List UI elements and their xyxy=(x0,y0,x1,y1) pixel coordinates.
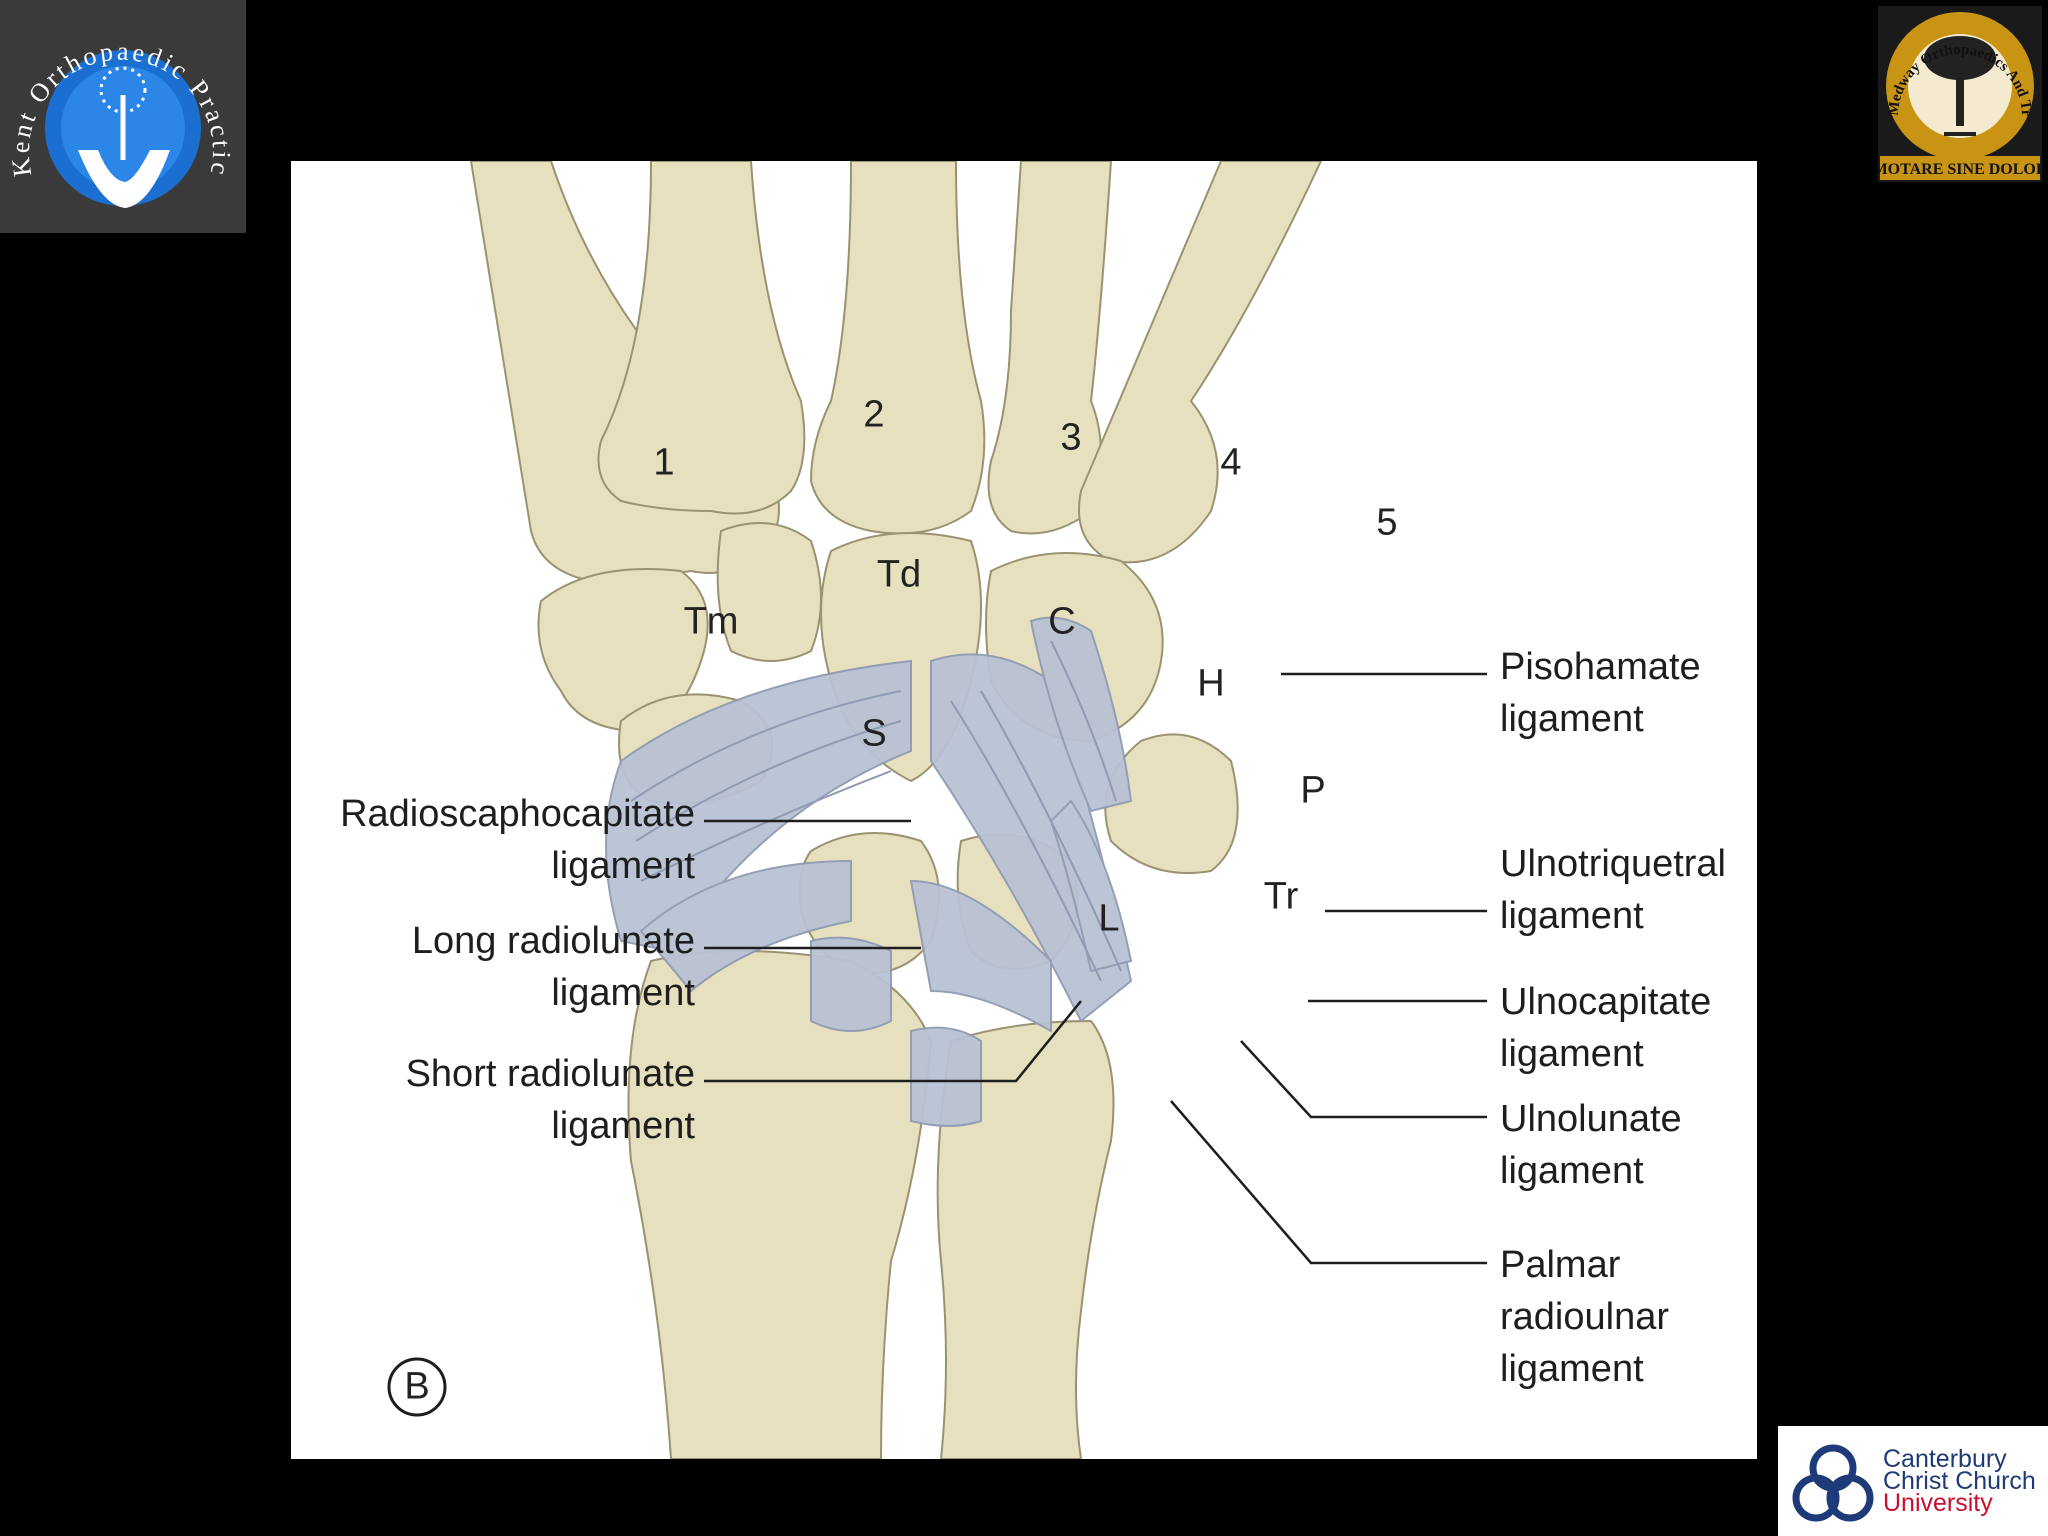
label-palmar-radioulnar-line2: radioulnar xyxy=(1500,1296,1669,1338)
pisiform-bone xyxy=(1104,733,1239,874)
cc-line2: Christ Church xyxy=(1883,1467,2036,1495)
bone-label-scaphoid: S xyxy=(861,712,887,755)
label-radioscaphocapitate: Radioscaphocapitate ligament xyxy=(340,788,695,892)
label-radioscaphocapitate-line2: ligament xyxy=(551,845,695,887)
bone-label-trapezoid: Td xyxy=(876,553,922,596)
label-ulnotriquetral: Ulnotriquetral ligament xyxy=(1500,838,1726,942)
label-long-radiolunate-line1: Long radiolunate xyxy=(411,920,695,962)
metacarpal-5-bone xyxy=(1078,161,1323,564)
ulna-bone xyxy=(936,1019,1115,1459)
kent-logo-graphic: Kent Orthopaedic Practice xyxy=(0,0,233,208)
wrist-ligament-figure: 1 2 3 4 5 Tm Td C H S P L Tr B Radioscap… xyxy=(291,161,1757,1459)
ulnolunate-ligament xyxy=(909,879,1052,1033)
label-radioscaphocapitate-line1: Radioscaphocapitate xyxy=(340,793,695,835)
leader-ulnolunate xyxy=(1240,1040,1487,1119)
metacarpal-4-bone xyxy=(987,161,1113,535)
label-pisohamate: Pisohamate ligament xyxy=(1500,641,1701,745)
ligament-fibre xyxy=(640,770,892,882)
label-pisohamate-line1: Pisohamate xyxy=(1500,646,1701,688)
bone-label-metacarpal-5: 5 xyxy=(1376,501,1398,544)
wrist-illustration xyxy=(387,161,1487,1459)
panel-letter: B xyxy=(404,1365,430,1408)
trinity-knot-icon xyxy=(1792,1444,1874,1522)
panel-letter-circle xyxy=(387,1357,447,1417)
label-ulnotriquetral-line1: Ulnotriquetral xyxy=(1500,843,1726,885)
ligament-fibre xyxy=(635,720,902,842)
label-short-radiolunate-line2: ligament xyxy=(551,1105,695,1147)
label-ulnolunate-line2: ligament xyxy=(1500,1150,1644,1192)
metacarpal-3-bone xyxy=(809,161,986,535)
label-palmar-radioulnar: Palmar radioulnar ligament xyxy=(1500,1239,1669,1395)
bone-label-pisiform: P xyxy=(1300,769,1326,812)
short-radiolunate-ligament xyxy=(810,936,892,1032)
label-short-radiolunate: Short radiolunate ligament xyxy=(406,1048,695,1152)
medway-motto: MOTARE SINE DOLOR xyxy=(1878,161,2042,178)
cc-line3: University xyxy=(1883,1489,1993,1517)
label-ulnocapitate-line2: ligament xyxy=(1500,1033,1644,1075)
label-palmar-radioulnar-line1: Palmar xyxy=(1500,1244,1621,1286)
label-ulnotriquetral-line2: ligament xyxy=(1500,895,1644,937)
canterbury-christ-church-logo: Canterbury Christ Church University xyxy=(1778,1426,2048,1536)
bone-label-metacarpal-2: 2 xyxy=(863,393,885,436)
bone-label-lunate: L xyxy=(1098,897,1120,940)
bone-label-hamate: H xyxy=(1197,662,1225,705)
label-palmar-radioulnar-line3: ligament xyxy=(1500,1348,1644,1390)
ligament-fibre xyxy=(1050,640,1117,802)
label-ulnocapitate: Ulnocapitate ligament xyxy=(1500,976,1711,1080)
label-long-radiolunate: Long radiolunate ligament xyxy=(412,915,695,1019)
pisohamate-ligament xyxy=(1029,616,1133,813)
bone-label-trapezium: Tm xyxy=(683,600,739,643)
label-ulnolunate: Ulnolunate ligament xyxy=(1500,1093,1682,1197)
palmar-radioulnar-ligament xyxy=(910,1026,982,1127)
radioscaphocapitate-ligament xyxy=(605,659,912,953)
label-short-radiolunate-line1: Short radiolunate xyxy=(405,1053,695,1095)
bone-label-metacarpal-3: 3 xyxy=(1060,416,1082,459)
leader-palmar-radioulnar xyxy=(1170,1100,1487,1265)
kent-orthopaedic-logo: Kent Orthopaedic Practice xyxy=(0,0,246,233)
ulnotriquetral-ligament xyxy=(1049,799,1133,973)
bone-label-metacarpal-4: 4 xyxy=(1220,441,1242,484)
cc-line1: Canterbury xyxy=(1883,1445,2007,1473)
metacarpal-2-bone xyxy=(597,161,806,515)
leader-short-radiolunate xyxy=(704,1000,1082,1083)
bone-label-capitate: C xyxy=(1048,600,1076,643)
label-long-radiolunate-line2: ligament xyxy=(551,972,695,1014)
long-radiolunate-ligament xyxy=(639,859,852,993)
trapezoid-bone xyxy=(716,522,822,662)
bone-label-triquetrum: Tr xyxy=(1263,875,1299,918)
ligament-fibre xyxy=(980,690,1122,972)
medway-orthopaedics-logo: Medway Orthopaedics And Trauma MOTARE SI… xyxy=(1872,0,2048,182)
bone-label-metacarpal-1: 1 xyxy=(653,441,675,484)
medway-logo-graphic: Medway Orthopaedics And Trauma MOTARE SI… xyxy=(1872,0,2048,182)
ligament-fibre xyxy=(630,690,902,802)
ligament-fibre xyxy=(950,700,1102,982)
label-ulnolunate-line1: Ulnolunate xyxy=(1500,1098,1682,1140)
radius-bone xyxy=(627,950,933,1459)
label-pisohamate-line2: ligament xyxy=(1500,698,1644,740)
label-ulnocapitate-line1: Ulnocapitate xyxy=(1500,981,1712,1023)
